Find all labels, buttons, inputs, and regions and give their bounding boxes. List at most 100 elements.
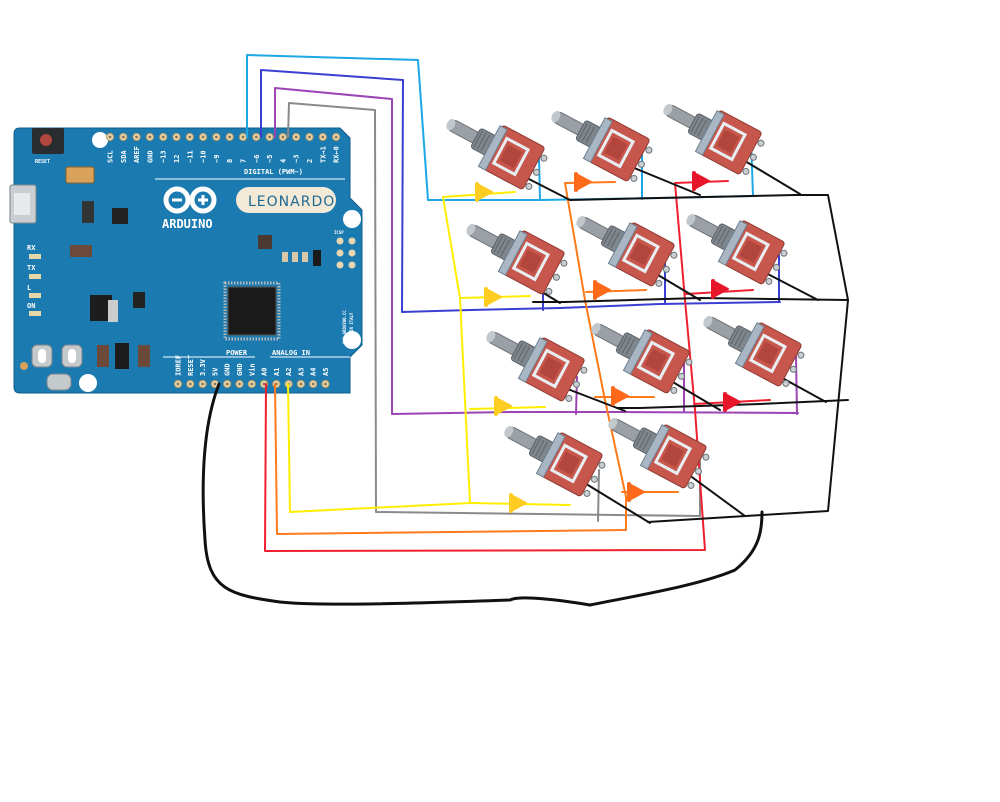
digital-pin[interactable] (119, 132, 128, 142)
model-name: LEONARDO (248, 194, 335, 210)
wire-a1-col2[interactable] (274, 181, 627, 535)
analog-pin-label: A3 (297, 368, 305, 376)
digital-pin-label: TX→1 (319, 146, 327, 163)
digital-pin-label: ~3 (293, 155, 301, 163)
digital-pin-label: AREF (133, 146, 141, 163)
digital-pin[interactable] (159, 132, 168, 142)
diode-r2c2 (593, 280, 612, 300)
toggle-switch-r1c2[interactable] (539, 91, 658, 187)
led-label-tx: TX (27, 264, 36, 272)
digital-pin[interactable] (252, 132, 261, 142)
digital-header-label: DIGITAL (PWM~) (244, 168, 303, 176)
wire-gnd-common[interactable] (201, 157, 849, 607)
power-header-label: POWER (226, 349, 248, 357)
power-pin-label: RESET (187, 355, 195, 376)
board-origin: MADE IN ITALY (349, 312, 354, 344)
mounting-hole (79, 374, 97, 392)
board-url: WWW.ARDUINO.CC (342, 310, 347, 344)
wire-row4-tap (597, 469, 600, 522)
power-pin-label: 5V (211, 367, 219, 376)
digital-pin-label: 2 (306, 159, 314, 163)
digital-pin[interactable] (105, 132, 115, 142)
power-pin[interactable] (235, 379, 244, 389)
power-pin[interactable] (173, 379, 183, 389)
reset-label: RESET (35, 159, 50, 165)
wire-a0-col3[interactable] (264, 180, 729, 552)
analog-pin[interactable] (272, 379, 281, 389)
toggle-switch-r1c1[interactable] (434, 99, 553, 195)
digital-pin-label: ~9 (213, 155, 221, 163)
digital-pin-label: SDA (120, 150, 128, 163)
mounting-hole (343, 210, 361, 228)
digital-pin[interactable] (265, 132, 274, 142)
arduino-leonardo-board: RESET RX (9, 127, 363, 394)
digital-pin-label: ~13 (160, 150, 168, 163)
analog-pin-label: A0 (261, 368, 269, 376)
digital-pin-label: 7 (240, 159, 248, 163)
wire-pin6-row2[interactable] (260, 69, 781, 313)
toggle-switch-r2c1[interactable] (454, 204, 573, 300)
digital-pin[interactable] (212, 132, 221, 142)
power-pin[interactable] (223, 379, 232, 389)
digital-pin-label: 12 (173, 155, 181, 163)
wire-pin5-row3[interactable] (274, 87, 799, 415)
power-pin-label: GND (224, 363, 232, 376)
diode-r1c1 (475, 182, 494, 202)
diode-r4c1 (509, 493, 528, 513)
microcontroller-chip (223, 281, 281, 341)
digital-pin[interactable] (132, 132, 141, 142)
power-pin-label: 3.3V (199, 358, 207, 376)
analog-pin[interactable] (296, 379, 305, 389)
digital-pin-label: ~10 (200, 150, 208, 163)
digital-pin[interactable] (318, 132, 327, 142)
digital-pin[interactable] (238, 132, 248, 142)
digital-pin-label: ~11 (186, 150, 194, 163)
digital-pin-label: ~5 (266, 155, 274, 163)
digital-pin[interactable] (185, 132, 194, 142)
diode-r4c2 (627, 482, 646, 502)
icsp-header: ICSP (334, 230, 356, 269)
digital-pin[interactable] (225, 132, 234, 142)
digital-pin-label: 4 (279, 159, 287, 163)
reset-button[interactable] (32, 128, 64, 154)
digital-pin[interactable] (172, 132, 181, 142)
mounting-hole (343, 331, 361, 349)
power-pin-label: GND (236, 363, 244, 376)
analog-pin-label: A4 (310, 368, 318, 376)
led-label-l: L (27, 284, 31, 292)
digital-pin-label: RX←0 (333, 146, 341, 163)
led-label-on: ON (27, 302, 35, 310)
arduino-logo: ARDUINO (162, 186, 217, 231)
toggle-switch-r3c3[interactable] (691, 296, 810, 392)
status-leds: RX TX L ON (27, 244, 41, 316)
icsp-label: ICSP (334, 230, 344, 235)
digital-pin[interactable] (332, 132, 341, 142)
wire-a2-col1[interactable] (287, 191, 516, 513)
digital-pin[interactable] (292, 132, 301, 142)
digital-pin-label: ~6 (253, 155, 261, 163)
digital-pin[interactable] (305, 132, 314, 142)
analog-header-label: ANALOG IN (272, 349, 310, 357)
digital-pin[interactable] (278, 132, 287, 142)
digital-pin-label: GND (146, 150, 154, 163)
wire-pin4-row4[interactable] (287, 102, 701, 517)
diode-r3c2 (611, 386, 630, 406)
power-pin[interactable] (186, 379, 195, 389)
led-label-rx: RX (27, 244, 36, 252)
digital-pin[interactable] (199, 132, 208, 142)
toggle-switch-r2c3[interactable] (674, 194, 793, 290)
analog-pin[interactable] (309, 379, 318, 389)
digital-pin-label: 8 (226, 159, 234, 163)
diode-r1c2 (574, 172, 593, 192)
analog-pin[interactable] (321, 379, 330, 389)
wire-row1-tap (538, 156, 541, 201)
power-pin[interactable] (198, 379, 207, 389)
toggle-switch-r3c2[interactable] (579, 303, 698, 399)
digital-pin[interactable] (145, 132, 154, 142)
power-pin[interactable] (247, 379, 256, 389)
analog-pin-label: A1 (273, 368, 281, 376)
diode-r1c3 (692, 171, 711, 191)
